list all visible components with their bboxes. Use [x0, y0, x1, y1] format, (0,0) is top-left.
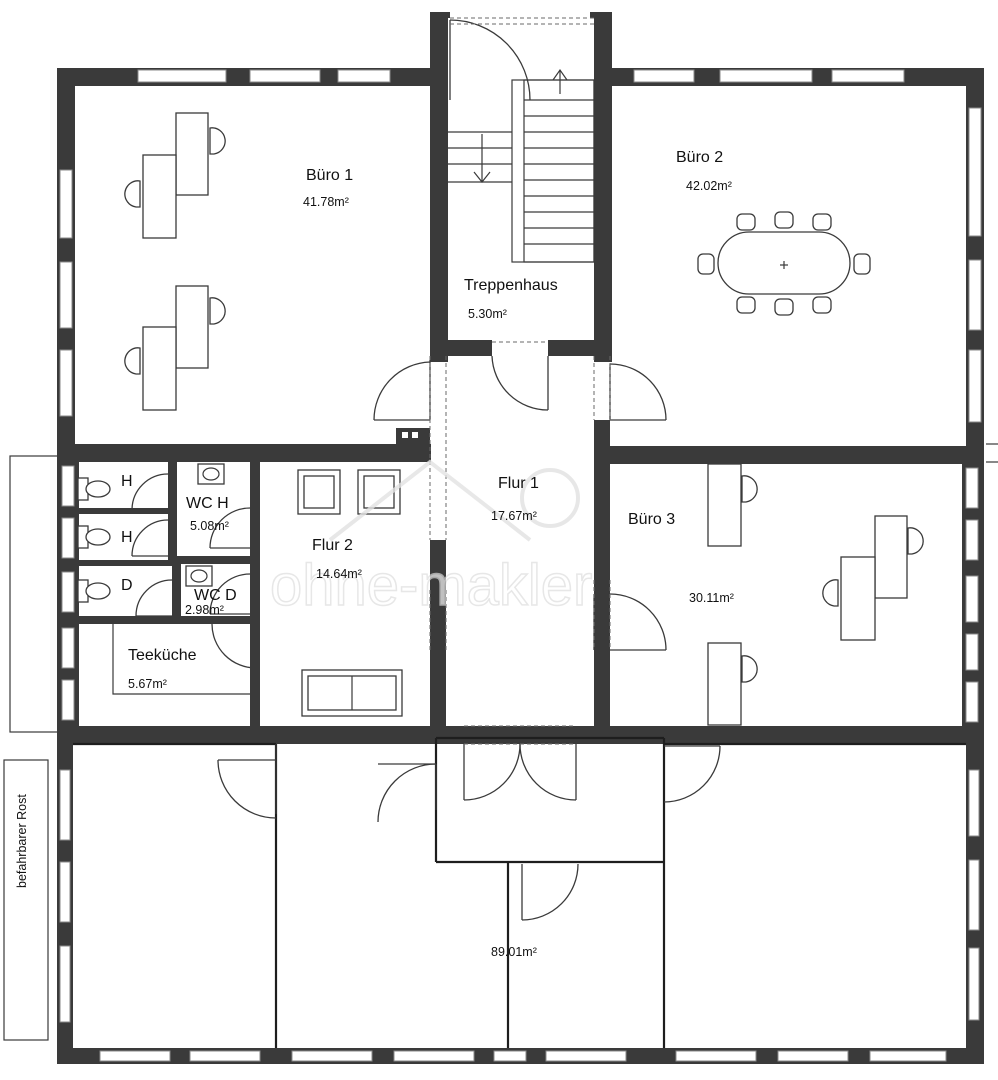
room-flur1-name: Flur 1	[498, 475, 539, 492]
doors	[131, 341, 721, 921]
room-flur2-name: Flur 2	[312, 537, 353, 554]
room-buero1-name: Büro 1	[306, 167, 353, 184]
windows	[59, 69, 982, 1062]
furniture	[77, 112, 924, 726]
room-unten-area: 89.01m²	[491, 945, 537, 959]
room-wcd-area: 2.98m²	[185, 603, 224, 617]
room-buero1-area: 41.78m²	[303, 195, 349, 209]
partitions	[3, 443, 998, 1048]
watermark: ohne-makler	[269, 459, 593, 619]
side-label: befahrbarer Rost	[15, 794, 29, 888]
wc-label-h2: H	[121, 529, 133, 546]
watermark-text: ohne-makler	[270, 553, 592, 618]
room-wcd-name: WC D	[194, 587, 237, 604]
room-labels: Büro 1 41.78m² Büro 2 42.02m² Treppenhau…	[15, 149, 734, 959]
room-treppenhaus-area: 5.30m²	[468, 307, 507, 321]
room-teekueche-name: Teeküche	[128, 647, 197, 664]
room-wch-name: WC H	[186, 495, 229, 512]
room-teekueche-area: 5.67m²	[128, 677, 167, 691]
room-flur2-area: 14.64m²	[316, 567, 362, 581]
room-buero3-name: Büro 3	[628, 511, 675, 528]
wc-label-d: D	[121, 577, 133, 594]
wc-label-h1: H	[121, 473, 133, 490]
room-flur1-area: 17.67m²	[491, 509, 537, 523]
room-wch-area: 5.08m²	[190, 519, 229, 533]
stairs	[448, 17, 595, 263]
room-buero2-name: Büro 2	[676, 149, 723, 166]
room-buero3-area: 30.11m²	[689, 591, 734, 605]
room-buero2-area: 42.02m²	[686, 179, 732, 193]
room-treppenhaus-name: Treppenhaus	[464, 277, 558, 294]
